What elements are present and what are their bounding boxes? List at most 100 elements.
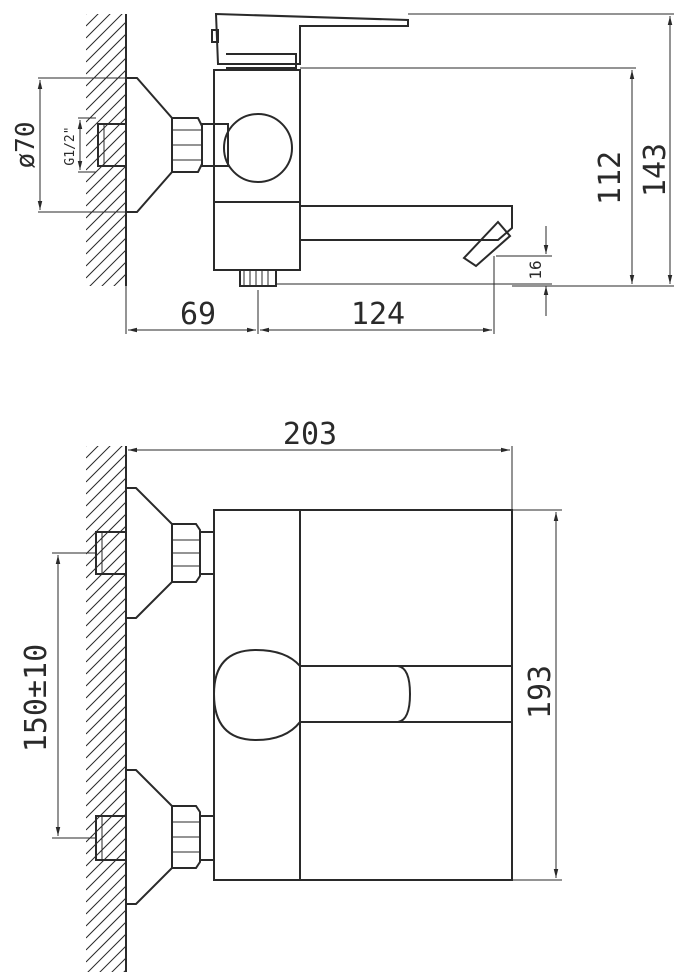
hatch-line: [125, 285, 126, 286]
hatch-line: [86, 14, 123, 51]
hatch-line: [86, 298, 126, 338]
hatch-line: [86, 549, 126, 591]
hatch-line: [86, 741, 126, 783]
mixer-body: [213, 69, 301, 271]
hatch-line: [86, 537, 126, 579]
handle-front: [212, 648, 412, 742]
spout: [300, 205, 513, 241]
hatch-line: [86, 14, 99, 27]
hatch-line: [86, 873, 126, 915]
hatch-line: [86, 33, 126, 75]
hatch-line: [86, 657, 126, 699]
hatch-line: [86, 501, 126, 543]
hatch-line: [86, 446, 99, 459]
hatch-line: [86, 885, 126, 927]
wall-flange: [126, 77, 173, 213]
hatch-line: [86, 446, 123, 483]
hatch-line: [86, 717, 126, 759]
hatch-line: [86, 81, 126, 123]
hatch-line: [86, 477, 126, 519]
hatch-line: [86, 465, 126, 507]
hatch-line: [86, 573, 126, 615]
wall-offset-label: 69: [180, 297, 216, 332]
inlet-pipe: [97, 123, 127, 167]
hatch-line: [86, 693, 126, 735]
hatch-line: [86, 765, 126, 807]
hatch-line: [99, 945, 126, 972]
hatch-line: [86, 105, 126, 147]
hatch-line: [86, 681, 126, 723]
height-label: 193: [523, 665, 558, 719]
hatch-line: [86, 897, 126, 939]
handle-base: [226, 53, 297, 69]
hatch-line: [86, 165, 126, 207]
hatch-line: [101, 261, 126, 286]
hatch-line: [86, 153, 126, 195]
hatch-line: [86, 789, 126, 831]
hatch-line: [86, 213, 126, 255]
hatch-line: [86, 753, 126, 795]
hatch-line: [89, 249, 126, 286]
hatch-line: [113, 273, 126, 286]
spout-reach-label: 124: [351, 297, 405, 332]
hatch-line: [86, 909, 126, 951]
hatch-line: [86, 633, 126, 675]
hatch-line: [86, 561, 126, 603]
hatch-line: [86, 225, 126, 267]
hatch-line: [86, 609, 126, 651]
height-total-label: 143: [638, 143, 673, 197]
thread-label: G1/2": [63, 126, 78, 165]
diameter-label: ø70: [11, 122, 41, 169]
hatch-line: [86, 14, 87, 15]
diverter-thread: [239, 269, 277, 287]
hatch-line: [86, 849, 126, 891]
spacing-label: 150±10: [19, 644, 54, 752]
wall-hatching-top: [86, 14, 126, 338]
hatch-line: [86, 825, 126, 867]
hatch-line: [86, 446, 87, 447]
hatch-line: [86, 189, 126, 231]
hatch-line: [86, 777, 126, 819]
hatch-line: [86, 729, 126, 771]
wall-hatching-bottom: [86, 446, 126, 972]
hatch-line: [123, 969, 126, 972]
aerator: [462, 220, 512, 268]
side-view: ø70 G1/2" 143 112 16 69 124: [11, 12, 674, 338]
hatch-line: [86, 513, 126, 555]
hatch-line: [86, 177, 126, 219]
hatch-line: [86, 621, 126, 663]
hatch-line: [86, 14, 111, 39]
hatch-line: [86, 801, 126, 843]
hatch-line: [86, 837, 126, 879]
hatch-line: [86, 669, 126, 711]
handle-lever: [214, 12, 409, 65]
hatch-line: [86, 237, 126, 279]
hatch-line: [86, 597, 126, 639]
hatch-line: [86, 489, 126, 531]
hatch-line: [86, 93, 126, 135]
hatch-line: [86, 585, 126, 627]
hatch-line: [86, 861, 126, 903]
hatch-line: [87, 933, 126, 972]
hatch-line: [86, 813, 126, 855]
hatch-line: [86, 645, 126, 687]
hatch-line: [86, 201, 126, 243]
hatch-line: [86, 705, 126, 747]
hatch-line: [111, 957, 126, 972]
hatch-line: [86, 446, 111, 471]
hatch-line: [86, 21, 126, 63]
cartridge-circle: [223, 113, 293, 183]
hatch-line: [86, 45, 126, 87]
hatch-line: [86, 129, 126, 171]
hatch-line: [86, 141, 126, 183]
height-body-label: 112: [593, 151, 628, 205]
hatch-line: [86, 921, 126, 963]
spout-drop-label: 16: [526, 260, 545, 279]
hatch-line: [86, 453, 126, 495]
width-label: 203: [283, 417, 337, 452]
front-view: 203 193 150±10: [19, 417, 562, 972]
mixer-body-front: [213, 509, 513, 881]
hatch-line: [86, 69, 126, 111]
